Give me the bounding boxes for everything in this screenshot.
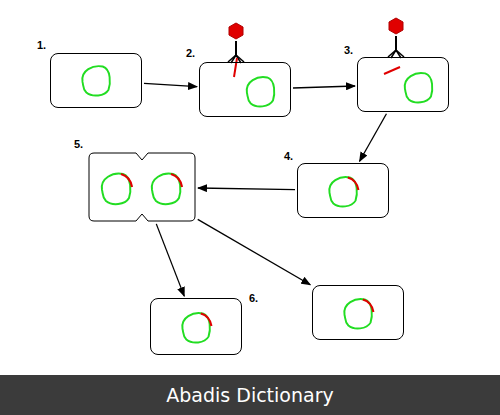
cell-drawing — [88, 152, 196, 222]
flow-arrow — [156, 224, 184, 296]
chromosome — [247, 77, 275, 106]
cell-drawing — [358, 58, 448, 111]
step-number: 6. — [249, 292, 258, 304]
flow-arrow — [360, 114, 387, 162]
chromosome — [405, 73, 433, 102]
flow-arrow — [198, 188, 295, 190]
step-number: 2. — [186, 47, 195, 59]
cell-drawing — [200, 63, 290, 116]
bacterium-cell: 4. — [297, 163, 389, 218]
chromosome — [182, 313, 211, 342]
bacterium-cell: 6. — [312, 285, 404, 340]
step-number: 4. — [284, 150, 293, 162]
bacterium-cell: 3. — [357, 57, 449, 112]
bacterium-cell: 1. — [50, 53, 142, 108]
bacterium-cell — [150, 298, 242, 355]
chromosome — [102, 174, 132, 205]
step-number: 5. — [74, 138, 83, 150]
flow-arrow — [144, 83, 197, 86]
cell-drawing — [298, 164, 388, 217]
bacteriophage — [384, 18, 404, 74]
bacteriophage — [228, 23, 244, 77]
flow-arrow — [198, 219, 311, 284]
cell-drawing — [313, 286, 403, 339]
flow-arrow — [293, 86, 355, 88]
step-number: 1. — [37, 39, 46, 51]
dividing-cell: 5. — [88, 152, 196, 222]
caption-text: Abadis Dictionary — [0, 375, 500, 415]
chromosome — [329, 177, 358, 206]
cell-drawing — [151, 299, 241, 354]
bacterium-cell: 2. — [199, 62, 291, 117]
chromosome — [152, 174, 182, 205]
cell-drawing — [51, 54, 141, 107]
chromosome — [344, 299, 373, 328]
step-number: 3. — [344, 44, 353, 56]
chromosome — [82, 66, 110, 95]
